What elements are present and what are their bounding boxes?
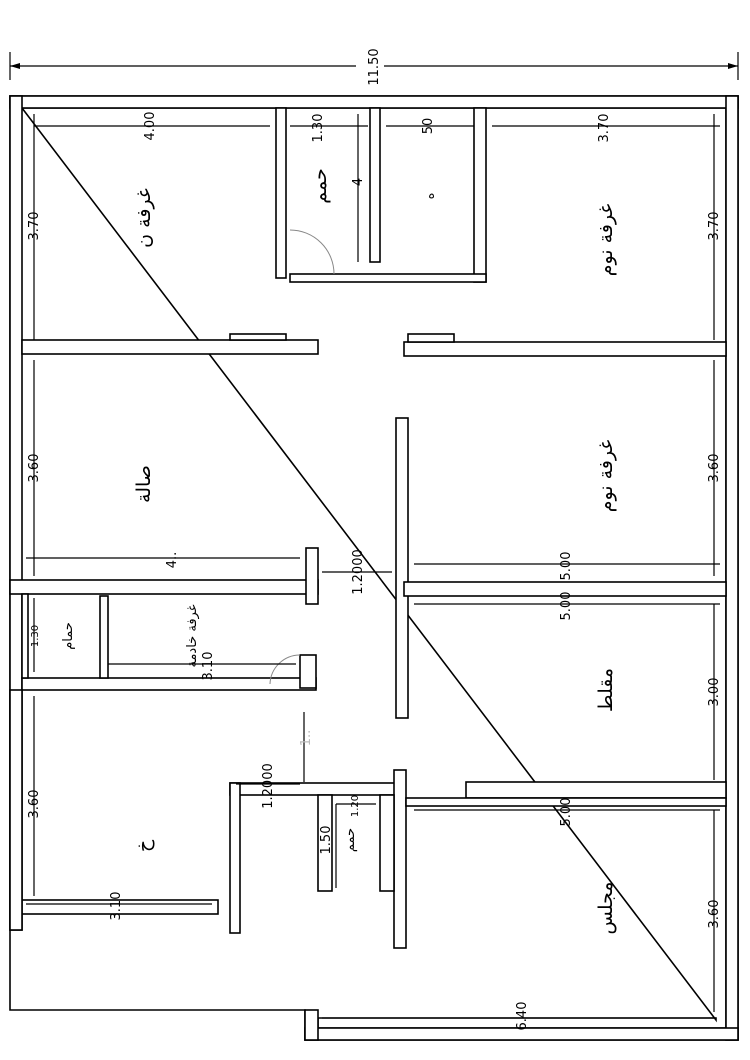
dim-bath-left-width: 1.30 [30,625,41,647]
dim-seating-length: 3.00 [707,678,722,707]
dimensions-middle [26,360,720,780]
overall-width-label: 11.50 [367,48,382,85]
room-label-bedroom-top-left: غرفة ن [133,188,155,248]
dim-bedroom-tr-length: 3.70 [707,212,722,241]
room-label-maid: غرفة خادمة [185,604,200,667]
room-label-hall: صالة [133,465,155,503]
dim-maid-width: 3.10 [201,652,216,681]
room-label-bath-small: حمم [343,828,358,852]
dim-seating-width: 5.00 [559,592,574,621]
room-labels: غرفة ن حمم 4 ه غرفة نوم صالة غرفة نوم حم… [61,168,617,934]
room-label-majlis: مجلس [595,882,617,935]
dim-corridor-lower-width: 1.2000 [261,763,276,809]
room-label-bath-left: حمام [61,622,76,650]
dimensions-top-row [33,114,720,340]
dim-bedroom-tr-width: 3.70 [597,114,612,143]
dim-bedroom-tl-width: 4.00 [143,112,158,141]
dim-bedroom-tl-length: 3.70 [27,212,42,241]
dim-bath-small-width: 1.20 [350,795,361,817]
room-label-bedroom-top-right: غرفة نوم [595,204,617,277]
room-label-kitchen: خ [133,839,155,852]
room-label-bath-top: حمم [309,168,331,203]
dim-majlis-outer: 6.40 [515,1002,530,1031]
dim-majlis-length: 3.60 [707,900,722,929]
dim-kitchen-length: 3.60 [27,790,42,819]
dim-bath-top-width: 1.30 [311,114,326,143]
dim-bath-small-length: 1.50 [319,826,334,855]
dimensions-lower [26,696,720,1019]
room-mark-closet: ه [423,193,438,200]
interior-walls [9,107,727,949]
dim-hall-width: 4.. [165,552,180,569]
room-mark-bath-top: 4 [351,178,366,186]
dim-corridor-width: 1.2000 [351,549,366,595]
dim-majlis-width: 5.00 [559,798,574,827]
dim-closet-width: 50 [421,118,436,135]
dim-kitchen-width: 3.10 [109,892,124,921]
dim-bedroom-mr-width: 5.00 [559,552,574,581]
dim-corridor-lower-faint: 1.. [299,730,314,747]
room-label-bedroom-mid-right: غرفة نوم [595,440,617,513]
dim-bedroom-mr-length: 3.60 [707,454,722,483]
dim-hall-length: 3.60 [27,454,42,483]
overall-width-dimension: 11.50 [9,48,739,86]
room-label-seating: مقلط [595,668,617,712]
dimension-labels: 4.00 3.70 1.30 50 3.70 3.70 3.60 4.. 3.6… [27,112,722,1031]
